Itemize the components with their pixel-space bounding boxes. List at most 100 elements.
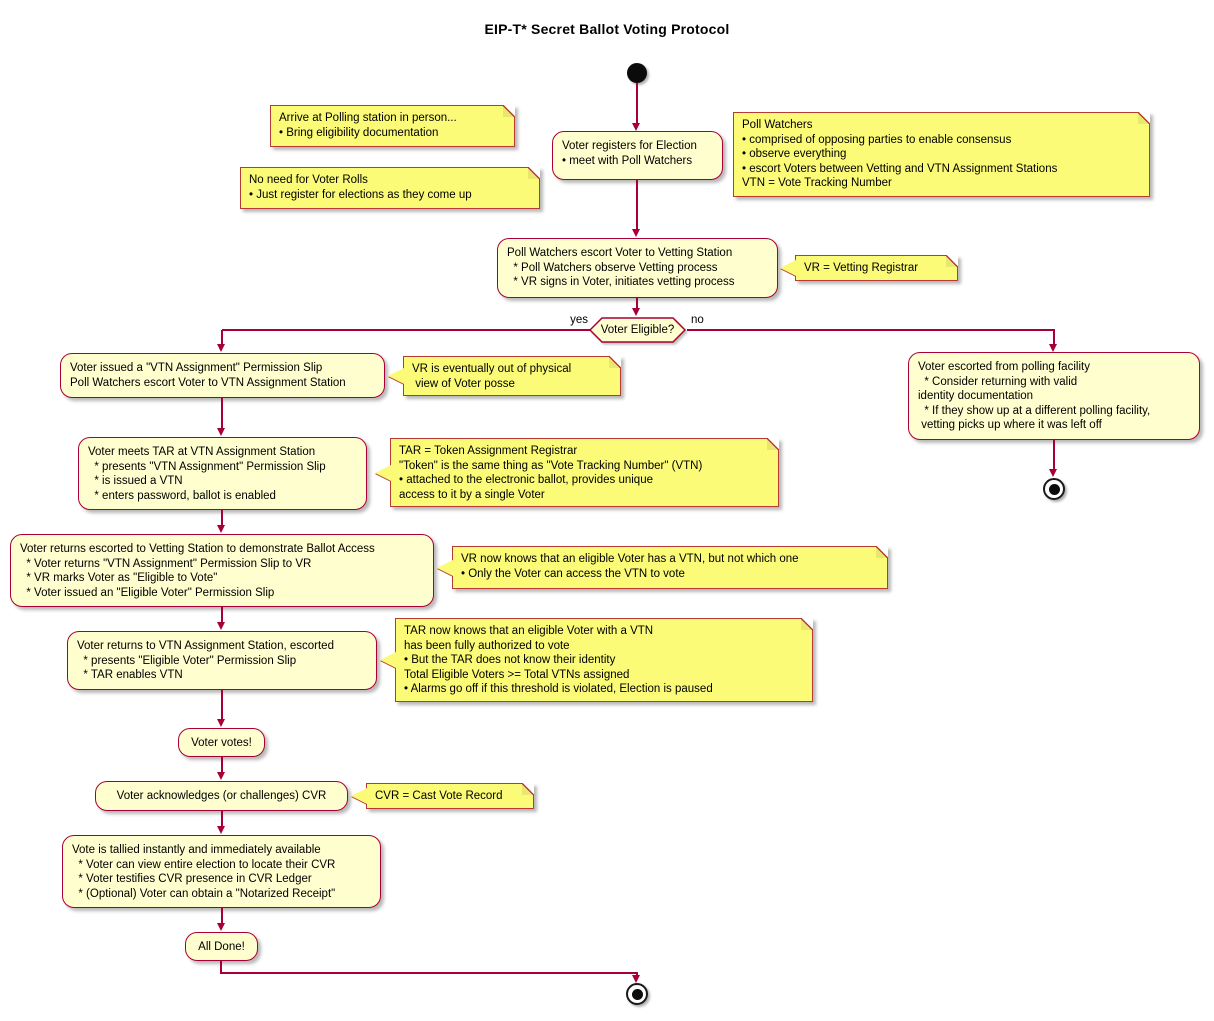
activity-voter-votes: Voter votes! [178, 728, 265, 757]
note-line: Arrive at Polling station in person... [279, 112, 457, 124]
flow-edge [221, 811, 223, 827]
activity-line: * enters password, ballot is enabled [88, 489, 276, 502]
note-tail [351, 788, 367, 804]
activity-line: Voter escorted from polling facility [918, 361, 1090, 373]
note-line: • comprised of opposing parties to enabl… [742, 133, 1012, 146]
note-line: "Token" is the same thing as "Vote Track… [399, 459, 703, 472]
activity-line: Voter votes! [191, 737, 252, 749]
arrowhead-icon [217, 525, 225, 533]
final-node-dot [1048, 483, 1060, 495]
note-tail [388, 368, 404, 384]
flow-edge [221, 607, 223, 623]
note-line: • attached to the electronic ballot, pro… [399, 474, 653, 487]
start-node [627, 63, 647, 83]
note-line: • But the TAR does not know their identi… [404, 654, 616, 667]
note-tail [380, 652, 396, 668]
note-poll-watchers: Poll Watchers • comprised of opposing pa… [733, 112, 1150, 197]
flow-edge [636, 298, 638, 309]
arrowhead-icon [217, 344, 225, 352]
note-line: • escort Voters between Vetting and VTN … [742, 162, 1058, 175]
activity-line: * TAR enables VTN [77, 669, 183, 682]
flow-edge [220, 972, 638, 974]
note-line: VR now knows that an eligible Voter has … [461, 553, 799, 565]
note-line: • Only the Voter can access the VTN to v… [461, 567, 685, 580]
flow-edge [221, 908, 223, 924]
note-tail [375, 464, 391, 481]
arrowhead-icon [1049, 469, 1057, 477]
final-node-no-branch [1043, 478, 1065, 500]
activity-line: vetting picks up where it was left off [918, 419, 1102, 432]
activity-line: Poll Watchers escort Voter to VTN Assign… [70, 376, 346, 389]
note-line: CVR = Cast Vote Record [375, 790, 503, 802]
activity-all-done: All Done! [185, 932, 258, 961]
arrowhead-icon [632, 123, 640, 131]
note-line: • Bring eligibility documentation [279, 126, 439, 139]
arrowhead-icon [632, 975, 640, 983]
flow-edge [636, 83, 638, 124]
activity-meets-tar: Voter meets TAR at VTN Assignment Statio… [78, 437, 367, 510]
flow-edge [221, 330, 223, 345]
note-line: view of Voter posse [412, 377, 515, 390]
activity-line: * is issued a VTN [88, 475, 183, 488]
decision-voter-eligible: Voter Eligible? [589, 317, 686, 343]
note-line: access to it by a single Voter [399, 488, 545, 501]
note-line: Total Eligible Voters >= Total VTNs assi… [404, 668, 630, 681]
note-tail [437, 559, 453, 576]
note-line: • Alarms go off if this threshold is vio… [404, 683, 713, 696]
note-tail [780, 260, 796, 276]
decision-label: Voter Eligible? [600, 324, 675, 336]
flow-edge [636, 180, 638, 229]
activity-line: * Voter can view entire election to loca… [72, 858, 336, 871]
activity-line: All Done! [198, 941, 245, 953]
note-vr: VR = Vetting Registrar [780, 255, 958, 281]
activity-line: Poll Watchers escort Voter to Vetting St… [507, 247, 733, 259]
note-vr-view: VR is eventually out of physical view of… [388, 356, 621, 396]
activity-line: Voter registers for Election [562, 140, 697, 152]
guard-no: no [691, 314, 704, 326]
activity-acknowledges-cvr: Voter acknowledges (or challenges) CVR [95, 781, 348, 811]
activity-line: * Voter returns "VTN Assignment" Permiss… [20, 557, 312, 570]
activity-line: • meet with Poll Watchers [562, 154, 693, 167]
final-node-dot [631, 988, 643, 1000]
decision-hexagon [589, 317, 686, 343]
arrowhead-icon [217, 772, 225, 780]
note-line: has been fully authorized to vote [404, 639, 570, 652]
arrowhead-icon [632, 229, 640, 237]
note-line: VR is eventually out of physical [412, 363, 572, 375]
arrowhead-icon [632, 308, 640, 316]
note-vr-knows: VR now knows that an eligible Voter has … [437, 546, 888, 589]
flow-edge [220, 961, 222, 973]
activity-escort-vetting: Poll Watchers escort Voter to Vetting St… [497, 238, 778, 298]
flow-edge [221, 510, 223, 526]
flow-edge [221, 398, 223, 429]
note-line: No need for Voter Rolls [249, 174, 368, 186]
activity-vote-tallied: Vote is tallied instantly and immediatel… [62, 835, 381, 908]
note-line: • Just register for elections as they co… [249, 188, 472, 201]
arrowhead-icon [217, 622, 225, 630]
diagram-title: EIP-T* Secret Ballot Voting Protocol [484, 21, 730, 37]
note-cvr: CVR = Cast Vote Record [351, 783, 534, 809]
note-arrive: Arrive at Polling station in person... •… [270, 105, 515, 147]
flow-edge [1053, 330, 1055, 345]
activity-returns-vetting: Voter returns escorted to Vetting Statio… [10, 534, 434, 607]
arrowhead-icon [217, 923, 225, 931]
flow-edge [222, 329, 590, 331]
activity-line: Voter issued a "VTN Assignment" Permissi… [70, 362, 323, 374]
guard-yes: yes [570, 314, 588, 326]
final-node [626, 983, 648, 1005]
arrowhead-icon [217, 428, 225, 436]
arrowhead-icon [217, 826, 225, 834]
activity-line: * Poll Watchers observe Vetting process [507, 261, 718, 274]
activity-line: * VR marks Voter as "Eligible to Vote" [20, 572, 218, 585]
activity-line: Voter returns escorted to Vetting Statio… [20, 543, 375, 555]
activity-line: * (Optional) Voter can obtain a "Notariz… [72, 887, 336, 900]
note-line: • observe everything [742, 148, 847, 161]
activity-line: * presents "VTN Assignment" Permission S… [88, 460, 326, 473]
arrowhead-icon [1049, 344, 1057, 352]
activity-line: Voter returns to VTN Assignment Station,… [77, 640, 334, 652]
note-line: VR = Vetting Registrar [804, 262, 919, 274]
activity-line: Voter meets TAR at VTN Assignment Statio… [88, 446, 316, 458]
activity-line: identity documentation [918, 390, 1034, 403]
flow-edge [221, 690, 223, 720]
